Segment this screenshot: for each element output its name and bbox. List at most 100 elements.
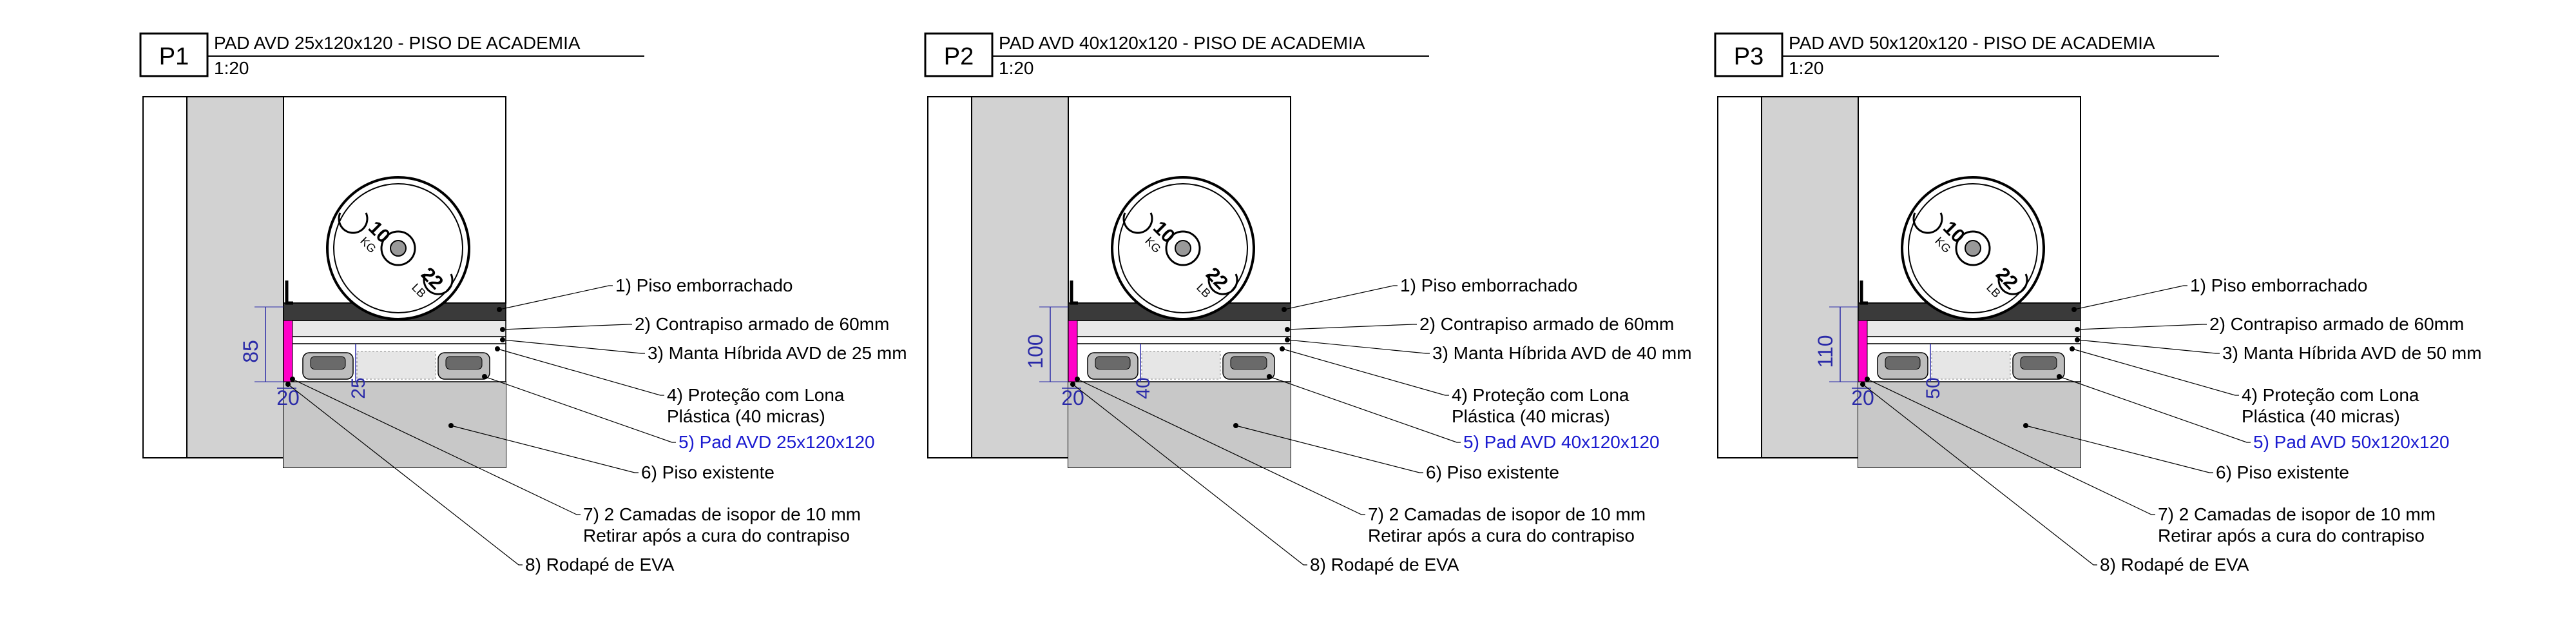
leader-dot bbox=[1865, 377, 1870, 382]
leader-line bbox=[2077, 324, 2207, 330]
leader-line bbox=[502, 324, 632, 330]
leader-dot bbox=[1860, 382, 1865, 387]
leader-line bbox=[2059, 376, 2251, 443]
leader-line bbox=[1287, 339, 1430, 354]
leader-dot bbox=[1070, 382, 1075, 387]
pad-core bbox=[310, 356, 346, 369]
detail-tag-box bbox=[139, 32, 209, 77]
leader-line bbox=[502, 339, 645, 354]
leader-dot bbox=[495, 346, 500, 351]
leader-dot bbox=[500, 337, 505, 342]
pad-core bbox=[1885, 356, 1921, 369]
callout-label-2: 2) Contrapiso armado de 60mm bbox=[1419, 314, 1674, 334]
leader-dot bbox=[285, 382, 291, 387]
detail-p3: P3 PAD AVD 50x120x120 - PISO DE ACADEMIA 1… bbox=[1714, 32, 2482, 575]
plate-grip bbox=[1997, 273, 2028, 295]
pad-core bbox=[1230, 356, 1267, 369]
contrapiso bbox=[1068, 320, 1291, 337]
leader-line bbox=[484, 376, 676, 443]
callout-label-3: 3) Manta Híbrida AVD de 25 mm bbox=[648, 343, 907, 363]
leader-line bbox=[2077, 339, 2220, 354]
leader-line bbox=[499, 285, 613, 310]
dim-height-value: 85 bbox=[239, 340, 262, 363]
leader-dot bbox=[2070, 346, 2075, 351]
existing-floor-fill bbox=[1858, 382, 2081, 468]
isopor-area bbox=[1931, 351, 2011, 380]
dim-height-value: 110 bbox=[1814, 335, 1837, 368]
leader-line bbox=[1287, 324, 1417, 330]
leader-line bbox=[1235, 425, 1423, 473]
plate-grip bbox=[423, 273, 454, 295]
rodape-eva bbox=[1858, 320, 1868, 382]
callout-label-6: 5) Pad AVD 25x120x120 bbox=[678, 432, 875, 452]
isopor-area bbox=[356, 351, 436, 380]
callout-label-5: Plástica (40 micras) bbox=[1452, 406, 1610, 426]
weight-plate-rim bbox=[333, 183, 463, 313]
wall-finish bbox=[1717, 96, 1762, 458]
dim-eva-value: 20 bbox=[276, 386, 300, 409]
callout-label-3: 3) Manta Híbrida AVD de 50 mm bbox=[2222, 343, 2482, 363]
manta-hibrida bbox=[1068, 336, 1291, 344]
callout-label-5: Plástica (40 micras) bbox=[2242, 406, 2400, 426]
leader-dot bbox=[1280, 346, 1285, 351]
leader-line bbox=[1072, 384, 1307, 566]
leader-dot bbox=[2075, 327, 2080, 332]
wall-finish bbox=[927, 96, 972, 458]
detail-tag-box bbox=[924, 32, 994, 77]
manta-hibrida bbox=[283, 336, 506, 344]
existing-floor-fill bbox=[1068, 382, 1291, 468]
leader-dot bbox=[2075, 337, 2080, 342]
leader-line bbox=[1283, 285, 1398, 310]
leader-dot bbox=[2023, 423, 2028, 428]
weight-plate-hole bbox=[1175, 240, 1191, 257]
callout-label-9: Retirar após a cura do contrapiso bbox=[583, 526, 850, 546]
weight-plate-rim bbox=[1118, 183, 1248, 313]
leader-dot bbox=[497, 307, 502, 312]
detail-tag: P3 bbox=[1734, 43, 1764, 70]
callout-label-4: 4) Proteção com Lona bbox=[2242, 385, 2419, 405]
detail-title: PAD AVD 40x120x120 - PISO DE ACADEMIA bbox=[999, 33, 1365, 53]
plate-grip bbox=[1122, 212, 1153, 234]
leader-dot bbox=[2057, 374, 2062, 379]
manta-hibrida bbox=[1858, 336, 2081, 344]
pad-core bbox=[445, 356, 483, 369]
detail-tag: P1 bbox=[159, 43, 189, 70]
detail-tag-box bbox=[1714, 32, 1783, 77]
leader-dot bbox=[2071, 307, 2077, 312]
callout-label-10: 8) Rodapé de EVA bbox=[525, 555, 675, 575]
leader-dot bbox=[448, 423, 454, 428]
detail-scale: 1:20 bbox=[1789, 58, 1824, 78]
leader-line bbox=[2071, 348, 2239, 396]
plate-grip bbox=[338, 212, 369, 234]
callout-label-1: 1) Piso emborrachado bbox=[1400, 275, 1577, 295]
leader-dot bbox=[1075, 377, 1080, 382]
dim-eva-value: 20 bbox=[1851, 386, 1874, 409]
callout-label-2: 2) Contrapiso armado de 60mm bbox=[2209, 314, 2464, 334]
plate-grip bbox=[1207, 273, 1238, 295]
leader-line bbox=[287, 384, 523, 566]
leader-line bbox=[1077, 379, 1365, 515]
leader-line bbox=[2073, 285, 2187, 310]
pad-core bbox=[1095, 356, 1131, 369]
callout-label-1: 1) Piso emborrachado bbox=[615, 275, 793, 295]
dim-pad-value: 50 bbox=[1923, 377, 1944, 399]
isopor-area bbox=[1141, 351, 1221, 380]
weight-plate-hole bbox=[390, 240, 407, 257]
dim-height-value: 100 bbox=[1024, 334, 1047, 368]
wall-finish bbox=[142, 96, 187, 458]
piso-upturn bbox=[285, 281, 293, 305]
detail-title: PAD AVD 50x120x120 - PISO DE ACADEMIA bbox=[1789, 33, 2155, 53]
piso-upturn bbox=[1860, 281, 1868, 305]
callout-label-4: 4) Proteção com Lona bbox=[667, 385, 845, 405]
leader-line bbox=[1282, 348, 1449, 396]
existing-floor-fill bbox=[284, 382, 506, 468]
detail-scale: 1:20 bbox=[999, 58, 1034, 78]
callout-label-1: 1) Piso emborrachado bbox=[2190, 275, 2367, 295]
leader-dot bbox=[1267, 374, 1272, 379]
contrapiso bbox=[283, 320, 506, 337]
callout-label-7: 6) Piso existente bbox=[2216, 462, 2349, 482]
plate-grip bbox=[1912, 212, 1943, 234]
leader-line bbox=[1867, 379, 2155, 515]
